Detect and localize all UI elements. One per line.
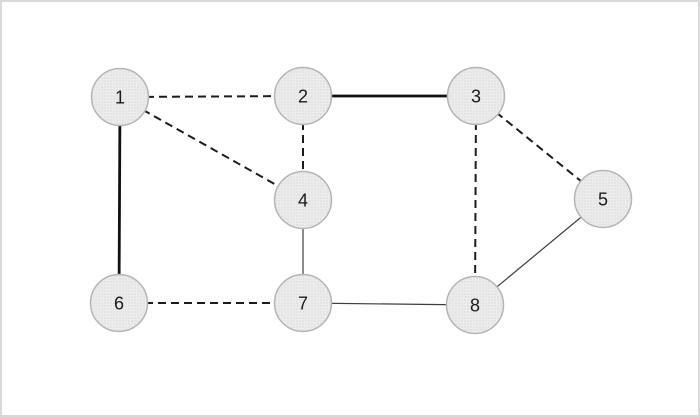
edges-layer: [117, 94, 604, 306]
node-circle-1: [90, 67, 150, 127]
edge-1-6-bold: [117, 96, 122, 304]
node-label-3: 3: [471, 86, 481, 106]
node-5: 5: [573, 169, 633, 229]
node-circle-5: [573, 169, 633, 229]
node-circle-3: [446, 66, 506, 126]
edge-1-2-dashed: [119, 95, 304, 98]
node-label-5: 5: [598, 189, 608, 209]
node-label-1: 1: [115, 87, 125, 107]
node-circle-8: [445, 275, 505, 335]
node-4: 4: [273, 170, 333, 230]
node-6: 6: [89, 273, 149, 333]
node-label-6: 6: [114, 293, 124, 313]
node-label-2: 2: [298, 86, 308, 106]
node-label-8: 8: [470, 295, 480, 315]
node-2: 2: [273, 66, 333, 126]
node-1: 1: [90, 67, 150, 127]
node-label-7: 7: [298, 293, 308, 313]
node-8: 8: [445, 275, 505, 335]
node-3: 3: [446, 66, 506, 126]
node-circle-7: [273, 273, 333, 333]
node-7: 7: [273, 273, 333, 333]
node-circle-6: [89, 273, 149, 333]
node-label-4: 4: [298, 190, 308, 210]
node-circle-4: [273, 170, 333, 230]
edge-1-4-dashed: [119, 96, 304, 201]
edge-3-8-dashed: [474, 95, 477, 306]
nodes-layer: 1 2 3 4 5 6 7 8: [89, 66, 633, 335]
node-circle-2: [273, 66, 333, 126]
